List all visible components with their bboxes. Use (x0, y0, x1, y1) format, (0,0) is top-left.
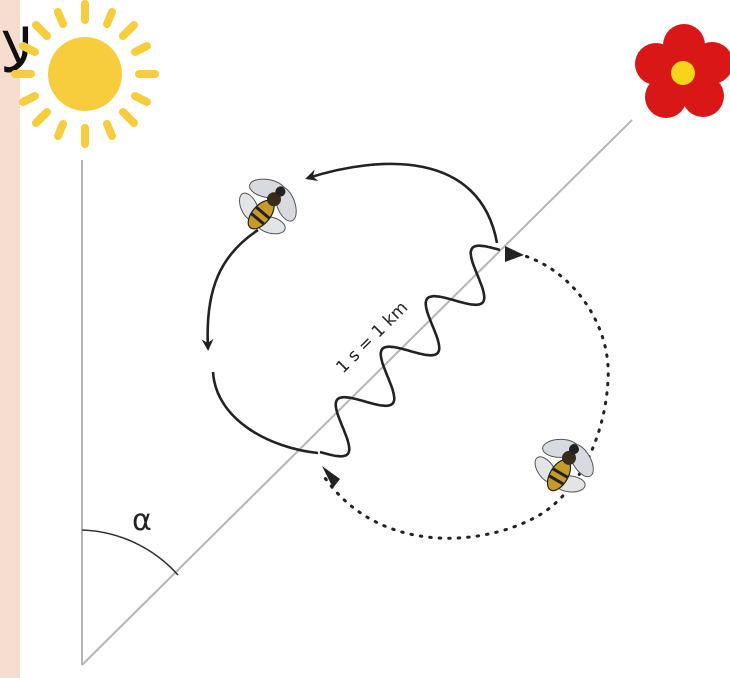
angle-arc (82, 530, 178, 575)
bee-icon (523, 424, 607, 506)
return-arc-dotted (325, 252, 608, 538)
return-arc-lower (213, 372, 318, 453)
direction-to-flower-line (82, 120, 632, 665)
flower-icon (635, 24, 730, 118)
sun-icon (15, 4, 155, 144)
bee-icon (226, 163, 312, 249)
waggle-end-arrowhead (505, 246, 524, 262)
scale-label: 1 s = 1 km (332, 298, 412, 378)
return-arc-upper (308, 164, 497, 243)
return-arc-left (208, 230, 258, 348)
alpha-label: α (132, 503, 152, 538)
